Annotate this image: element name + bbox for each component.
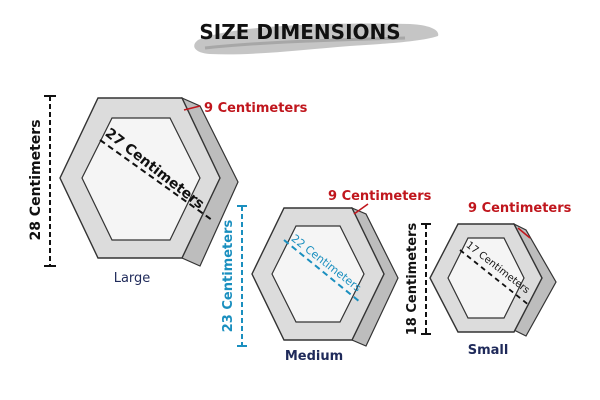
shelf-large: 27 Centimeters 28 Centimeters 9 Centimet… [28, 95, 308, 286]
shelf-large-name: Large [114, 271, 151, 286]
shelf-large-depth-arrow [183, 105, 201, 111]
shelf-medium: 22 Centimeters 23 Centimeters 9 Centimet… [221, 189, 432, 364]
page-title: SIZE DIMENSIONS [199, 20, 400, 44]
shelf-medium-depth-arrow [353, 203, 369, 215]
shelf-medium-height-label: 23 Centimeters [221, 220, 236, 333]
shelf-large-height-label: 28 Centimeters [28, 119, 44, 240]
shelf-small-height-label: 18 Centimeters [405, 223, 420, 336]
shelf-large-diagonal-line [99, 139, 213, 221]
shelf-small-depth-label: 9 Centimeters [468, 201, 572, 216]
shelf-small-depth-arrow [517, 227, 531, 239]
shelf-medium-name: Medium [285, 349, 343, 364]
title-brush-streak [204, 36, 406, 50]
shelf-large-depth-label: 9 Centimeters [204, 101, 308, 116]
shelf-small-name: Small [468, 343, 509, 358]
shelf-small: 17 Centimeters 18 Centimeters 9 Centimet… [405, 201, 572, 358]
shelf-medium-diagonal-line [283, 239, 361, 303]
shelf-small-diagonal-line [459, 249, 531, 307]
shelf-medium-depth-label: 9 Centimeters [328, 189, 432, 204]
title-group: SIZE DIMENSIONS [194, 20, 439, 55]
shelf-small-opening [447, 237, 525, 319]
title-brush-stroke [194, 23, 439, 55]
